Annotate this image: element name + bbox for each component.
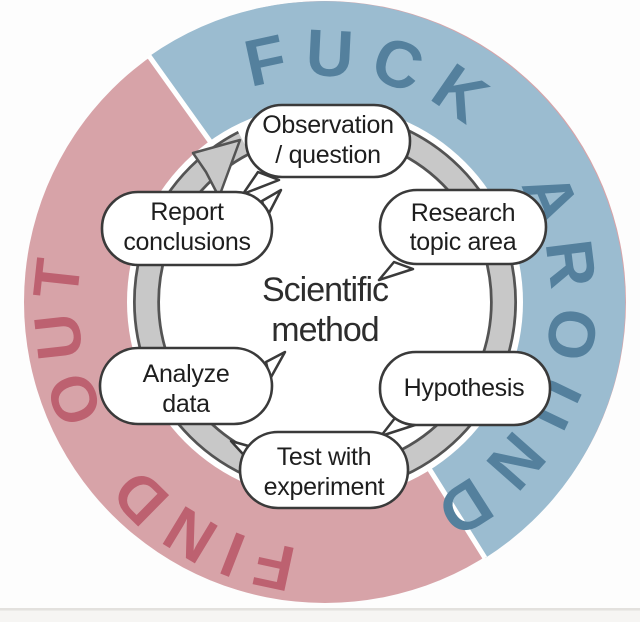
- bubble-shape: [238, 430, 410, 510]
- center-title-line1: Scientific: [262, 271, 389, 309]
- bubble-report-conclusions: Report conclusions: [100, 188, 283, 267]
- bubble-label-line1: Test with: [277, 443, 372, 471]
- bubble-label-line2: data: [162, 390, 210, 418]
- bubble-label-line2: / question: [275, 141, 380, 169]
- center-title-line2: method: [271, 311, 378, 349]
- bubble-label-line1: Observation: [262, 111, 394, 139]
- bubble-shape: [378, 188, 548, 266]
- bubble-analyze-data: Analyze data: [98, 346, 287, 426]
- bubble-label-line2: experiment: [264, 473, 385, 501]
- bubble-label-line1: Analyze: [143, 360, 230, 388]
- photo-edge-line: [0, 608, 640, 611]
- bubble-tail: [241, 170, 281, 196]
- bubble-label-line1: Research: [411, 199, 516, 227]
- bubble-label-line2: conclusions: [123, 228, 250, 256]
- bubble-label-line2: topic area: [410, 228, 517, 256]
- bubble-label-line1: Hypothesis: [404, 374, 525, 402]
- bubble-test-with-experiment: Test with experiment: [229, 430, 410, 510]
- bubble-shape: [244, 103, 412, 179]
- bubble-tail: [377, 260, 415, 282]
- bubble-observation-question: Observation / question: [241, 103, 412, 196]
- bubble-shape: [100, 190, 274, 267]
- bubble-label-line1: Report: [150, 198, 224, 226]
- bubble-research-topic-area: Research topic area: [377, 188, 548, 282]
- bubble-hypothesis: Hypothesis: [378, 350, 552, 438]
- bubble-shape: [98, 346, 274, 426]
- cycle-arrowhead-icon: [191, 138, 242, 199]
- photo-edge-band: [0, 610, 640, 622]
- bubble-shape: [378, 350, 552, 427]
